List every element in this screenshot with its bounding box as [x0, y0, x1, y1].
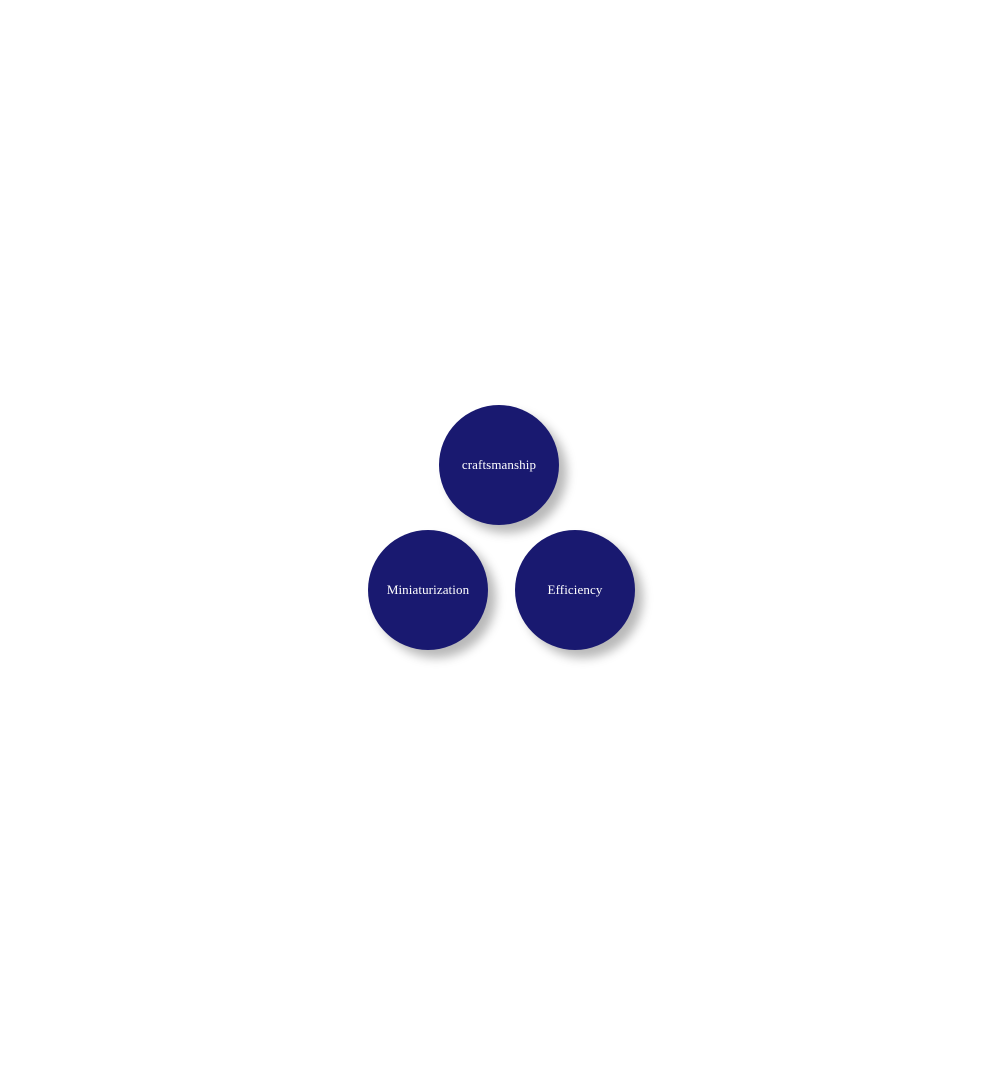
node-label: Miniaturization	[386, 582, 470, 597]
node-label: Efficiency	[547, 582, 603, 597]
node-efficiency: Efficiency	[515, 530, 635, 650]
node-craftsmanship: craftsmanship	[439, 405, 559, 525]
node-miniaturization: Miniaturization	[368, 530, 488, 650]
node-label: craftsmanship	[461, 457, 537, 472]
